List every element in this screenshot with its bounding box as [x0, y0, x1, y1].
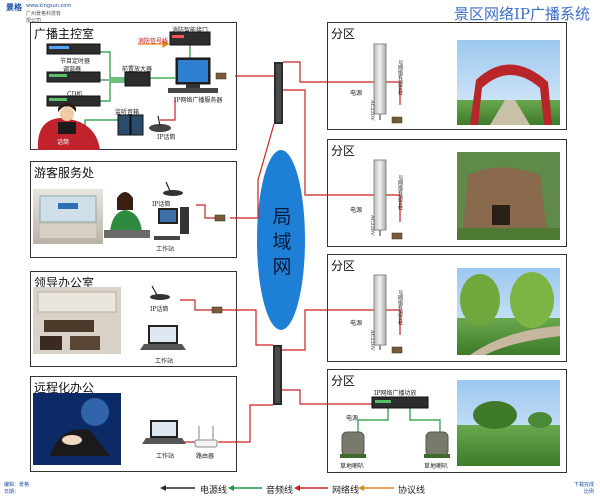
remote-laptop [142, 420, 186, 444]
remote-office-title: 远程化办公 [34, 381, 95, 395]
zone-1-ac-label: AC220V [369, 100, 375, 121]
office-mic [150, 285, 170, 300]
zone-1-device-label: IP网络有源音柱 [397, 60, 403, 96]
label-visitor-workstation: 工作站 [156, 246, 175, 253]
zone-3-device-label: IP网络有源音柱 [397, 290, 403, 326]
zone-photo-park [457, 380, 560, 466]
office-photo [33, 287, 121, 354]
column-speaker-3 [373, 274, 387, 346]
label-router: 路由器 [196, 453, 215, 460]
footer-left-line2: 日期： [4, 489, 20, 495]
zone-4-speaker-right: 草地喇叭 [424, 463, 449, 470]
footer-left-line1: 编辑：景格 [4, 482, 30, 488]
zone-4-power-label: 电源 [346, 415, 359, 422]
label-remote-workstation: 工作站 [156, 453, 175, 460]
legend-item-network: 网络线 [332, 486, 360, 496]
switch-bottom [273, 345, 282, 405]
network-lines [160, 61, 401, 443]
label-fire-interface: 消防智能接口 [172, 27, 209, 34]
visitor-center-title: 游客服务处 [34, 166, 95, 180]
control-room-title: 广播主控室 [34, 27, 95, 41]
label-visitor-paging: IP话筒 [152, 201, 171, 208]
zone-title: 分区 [331, 27, 356, 41]
lawn-speaker-left [340, 431, 366, 458]
lan-cloud [257, 150, 305, 330]
junction-boxes [211, 72, 403, 354]
zone-photo-rock [457, 152, 560, 240]
zone-2-ac-label: AC220V [369, 215, 375, 236]
zone-3-power-label: 电源 [350, 320, 363, 327]
visitor-workstation [154, 207, 189, 240]
lan-char: 网 [272, 256, 292, 278]
monitor-speakers [117, 114, 144, 136]
audio-lines [84, 45, 441, 432]
broadcaster-person [37, 103, 100, 150]
legend-item-audio: 音频线 [266, 486, 294, 496]
ip-amplifier [371, 396, 429, 409]
label-front-amp: 前置放大器 [122, 66, 153, 73]
legend-item-power: 电源线 [200, 486, 228, 496]
label-cd: CD机 [67, 91, 83, 98]
router-device [194, 426, 218, 448]
label-ip-paging: IP话筒 [157, 134, 176, 141]
leader-office-title: 领导办公室 [34, 276, 95, 290]
column-speaker-2 [373, 159, 387, 231]
label-fire-signal: 消防信号线 [138, 38, 169, 45]
receptionist-person [104, 192, 150, 238]
visitor-mic [163, 181, 183, 196]
brand-name: 景格 [6, 2, 22, 12]
zone-4-device-label: IP网络广播功放 [374, 390, 417, 397]
label-monitor-speaker: 监听音箱 [115, 109, 140, 116]
switch-top [274, 62, 283, 124]
protocol-lines [138, 39, 170, 49]
zone-2-device-label: IP网络有源音柱 [397, 175, 403, 211]
legend-swatches [160, 485, 394, 491]
remote-photo [33, 393, 121, 465]
page-title: 景区网络IP广播系统 [453, 5, 590, 23]
zone-1-power-label: 电源 [350, 90, 363, 97]
footer-right: 下载完成 比例 [574, 482, 594, 496]
zone-photo-gate [457, 40, 560, 125]
zone-photo-willow [457, 268, 560, 355]
label-broadcast: 话筒 [57, 139, 70, 146]
ip-paging-console [149, 115, 171, 132]
zone-title: 分区 [331, 259, 356, 273]
lan-char: 局 [272, 206, 292, 228]
label-office-paging: IP话筒 [150, 306, 169, 313]
footer-left: 编辑：景格 日期： [4, 482, 29, 496]
visitor-photo [33, 189, 103, 244]
zone-3-ac-label: AC220V [369, 330, 375, 351]
lan-char: 域 [272, 231, 292, 253]
zone-title: 分区 [331, 374, 356, 388]
label-office-workstation: 工作站 [155, 358, 174, 365]
zone-2-power-label: 电源 [350, 207, 363, 214]
office-laptop [140, 325, 186, 350]
label-ip-server: IP网络广播服务器 [174, 97, 223, 104]
brand-company: 广州景格科技有限公司 [26, 11, 62, 24]
ip-server-monitor [168, 57, 218, 93]
column-speaker-1 [373, 43, 387, 115]
brand-url: www.kingsun.com [26, 3, 72, 9]
lan-label: 局 域 网 [270, 205, 294, 280]
footer-right-line2: 比例 [583, 489, 594, 495]
legend-item-protocol: 协议线 [398, 486, 426, 496]
label-tuner: 调谐器 [63, 66, 82, 73]
footer-right-line1: 下载完成 [573, 482, 594, 488]
brand-logo: 景格 www.kingsun.com 广州景格科技有限公司 [4, 2, 71, 24]
zone-title: 分区 [331, 144, 356, 158]
lawn-speaker-right [424, 431, 450, 458]
label-program-timer: 节目定时器 [60, 58, 91, 65]
zone-4-speaker-left: 草地喇叭 [340, 463, 365, 470]
